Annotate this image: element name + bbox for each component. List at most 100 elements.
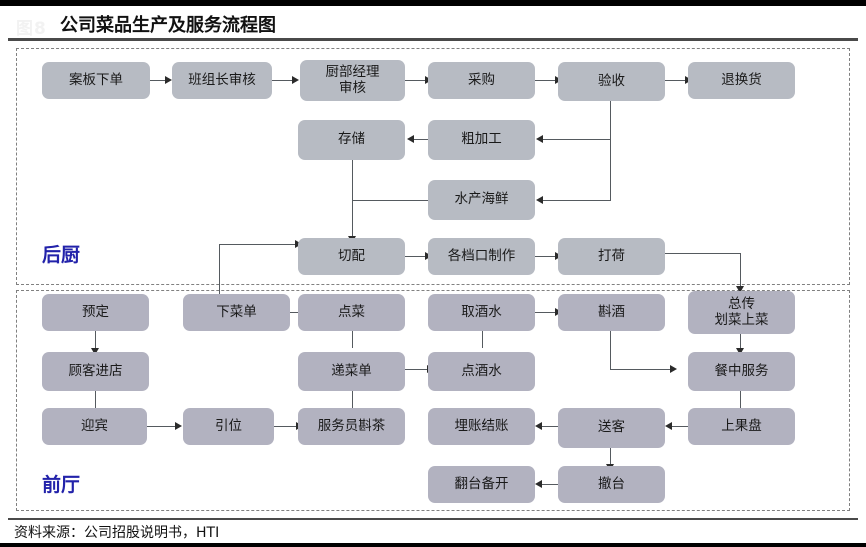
node-顾客进店[interactable]: 顾客进店 xyxy=(42,352,149,391)
edge-n12-n18-v xyxy=(740,253,742,286)
edge-n11-n12 xyxy=(535,256,555,258)
node-递菜单[interactable]: 递菜单 xyxy=(298,352,405,391)
edge-n22-n28 xyxy=(740,391,742,408)
top-rule xyxy=(0,0,866,6)
edge-n05-n08-head xyxy=(536,134,543,143)
node-label: 退换货 xyxy=(721,71,762,88)
node-label: 粗加工 xyxy=(461,131,502,148)
node-存储[interactable]: 存储 xyxy=(298,120,405,160)
node-label: 采购 xyxy=(468,71,495,88)
edge-n05-trunk xyxy=(610,101,612,201)
edge-n01-n02 xyxy=(150,80,165,82)
node-label: 点酒水 xyxy=(461,362,502,379)
edge-n21-n16 xyxy=(482,331,484,348)
node-验收[interactable]: 验收 xyxy=(558,62,665,101)
source-note: 资料来源：公司招股说明书，HTI xyxy=(14,525,220,541)
node-label: 预定 xyxy=(82,303,109,320)
node-点酒水[interactable]: 点酒水 xyxy=(428,352,535,391)
node-厨部经理审核[interactable]: 厨部经理 审核 xyxy=(300,60,405,101)
edge-n05-n09-head xyxy=(536,195,543,204)
node-label: 上果盘 xyxy=(721,417,762,434)
node-label: 取酒水 xyxy=(461,303,502,320)
node-打荷[interactable]: 打荷 xyxy=(558,238,665,275)
edge-n04-n05 xyxy=(535,80,555,82)
node-label: 验收 xyxy=(598,72,625,89)
node-埋账结账[interactable]: 埋账结账 xyxy=(428,408,535,445)
node-餐中服务[interactable]: 餐中服务 xyxy=(688,352,795,391)
zone-kitchen-label: 后厨 xyxy=(42,244,81,266)
node-label: 顾客进店 xyxy=(68,362,123,379)
node-预定[interactable]: 预定 xyxy=(42,294,149,331)
edge-n08-n07-head xyxy=(407,134,414,143)
node-服务员斟茶[interactable]: 服务员斟茶 xyxy=(298,408,405,445)
node-label: 水产海鲜 xyxy=(454,191,509,208)
edge-n19-n23 xyxy=(95,391,97,408)
edge-n14-n10-h xyxy=(219,244,295,246)
edge-n01-n02-head xyxy=(165,75,172,84)
node-label: 斟酒 xyxy=(598,303,625,320)
zone-hall xyxy=(16,290,850,511)
node-label: 埋账结账 xyxy=(454,417,509,434)
edge-n10-n11 xyxy=(405,256,425,258)
edge-n23-n24-head xyxy=(175,421,182,430)
node-撤台[interactable]: 撤台 xyxy=(558,466,665,503)
node-label: 引位 xyxy=(215,417,242,434)
node-上果盘[interactable]: 上果盘 xyxy=(688,408,795,445)
edge-n17-n22-h xyxy=(610,369,670,371)
node-引位[interactable]: 引位 xyxy=(183,408,274,445)
title-row: 图8 公司菜品生产及服务流程图 xyxy=(0,6,866,39)
node-取酒水[interactable]: 取酒水 xyxy=(428,294,535,331)
node-斟酒[interactable]: 斟酒 xyxy=(558,294,665,331)
node-点菜[interactable]: 点菜 xyxy=(298,294,405,331)
edge-n27-n26 xyxy=(542,426,562,428)
edge-n13-n19-head xyxy=(90,348,99,355)
edge-n12-n18-head xyxy=(735,286,744,293)
edge-n17-n22-head xyxy=(670,364,677,373)
edge-n25-n20 xyxy=(352,391,354,408)
footer-rule xyxy=(8,518,858,520)
page-title: 公司菜品生产及服务流程图 xyxy=(60,15,276,36)
edge-n03-n04 xyxy=(405,80,425,82)
node-水产海鲜[interactable]: 水产海鲜 xyxy=(428,180,535,220)
edge-n18-n22 xyxy=(740,334,742,348)
edge-n09-n10 xyxy=(352,200,432,202)
edge-n02-n03 xyxy=(272,80,292,82)
node-label: 切配 xyxy=(338,247,365,264)
node-下菜单[interactable]: 下菜单 xyxy=(183,294,290,331)
node-各档口制作[interactable]: 各档口制作 xyxy=(428,238,535,275)
figure-number: 图8 xyxy=(16,19,47,39)
node-班组长审核[interactable]: 班组长审核 xyxy=(172,62,272,99)
node-切配[interactable]: 切配 xyxy=(298,238,405,275)
zone-hall-label: 前厅 xyxy=(42,474,81,496)
edge-n08-n07 xyxy=(414,139,432,141)
node-粗加工[interactable]: 粗加工 xyxy=(428,120,535,160)
edge-n24-n25 xyxy=(274,426,296,428)
node-送客[interactable]: 送客 xyxy=(558,408,665,448)
edge-n17-n22-v xyxy=(610,331,612,369)
node-案板下单[interactable]: 案板下单 xyxy=(42,62,150,99)
node-迎宾[interactable]: 迎宾 xyxy=(42,408,147,445)
edge-n14-n10-v xyxy=(219,244,221,294)
node-label: 下菜单 xyxy=(216,303,257,320)
edge-n05-n06 xyxy=(665,80,685,82)
edge-n05-n08 xyxy=(543,139,611,141)
edge-n27-n30 xyxy=(610,448,612,464)
edge-n18-n22-head xyxy=(735,348,744,355)
node-label: 案板下单 xyxy=(69,71,123,88)
node-label: 点菜 xyxy=(338,303,365,320)
node-采购[interactable]: 采购 xyxy=(428,62,535,99)
node-label: 各档口制作 xyxy=(447,247,516,264)
node-翻台备开[interactable]: 翻台备开 xyxy=(428,466,535,503)
node-退换货[interactable]: 退换货 xyxy=(688,62,795,99)
node-label: 打荷 xyxy=(598,247,625,264)
node-label: 餐中服务 xyxy=(714,362,769,379)
node-label: 送客 xyxy=(598,419,625,436)
node-总传划菜上菜[interactable]: 总传 划菜上菜 xyxy=(688,291,795,334)
node-label: 班组长审核 xyxy=(188,71,256,88)
edge-n20-n15 xyxy=(352,331,354,348)
node-label: 服务员斟茶 xyxy=(317,417,386,434)
edge-n28-n27-head xyxy=(665,421,672,430)
edge-n05-n09 xyxy=(543,200,611,202)
title-rule xyxy=(8,38,858,41)
